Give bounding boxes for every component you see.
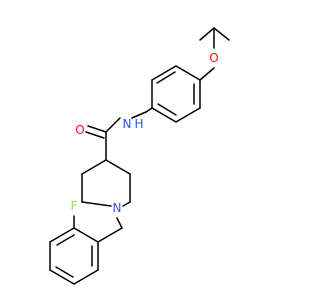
bond	[199, 27, 215, 41]
bond	[151, 107, 177, 123]
atom-labels: O N H O N F	[71, 51, 219, 215]
bond	[55, 266, 74, 278]
bond	[49, 227, 75, 243]
bond	[73, 227, 99, 243]
bond	[175, 107, 201, 123]
molecule-structure: O N H O N F	[49, 27, 230, 285]
bond	[85, 131, 105, 139]
bond	[81, 159, 107, 175]
bond	[56, 234, 75, 246]
bond	[81, 201, 112, 207]
bond	[175, 65, 201, 81]
bond	[122, 201, 131, 207]
bond	[199, 67, 215, 81]
bond	[49, 269, 75, 285]
bond	[73, 269, 99, 285]
bond	[105, 159, 131, 175]
bond	[87, 125, 107, 133]
bond-lines	[49, 27, 230, 285]
bond	[131, 111, 147, 119]
atom-label-fluorine: F	[71, 199, 78, 213]
atom-label-nitrogen-amide: N	[123, 117, 132, 131]
atom-label-nitrogen-ring: N	[113, 201, 122, 215]
atom-label-oxygen-carbonyl: O	[75, 123, 84, 137]
bond	[105, 117, 121, 133]
atom-label-oxygen-ether: O	[209, 51, 218, 65]
bond	[213, 27, 230, 41]
atom-label-hydrogen-amide: H	[134, 117, 143, 131]
bond	[157, 103, 177, 116]
bond	[151, 65, 177, 81]
bond	[145, 107, 153, 113]
bond	[116, 217, 123, 229]
bond	[97, 227, 123, 243]
bond	[156, 71, 176, 84]
